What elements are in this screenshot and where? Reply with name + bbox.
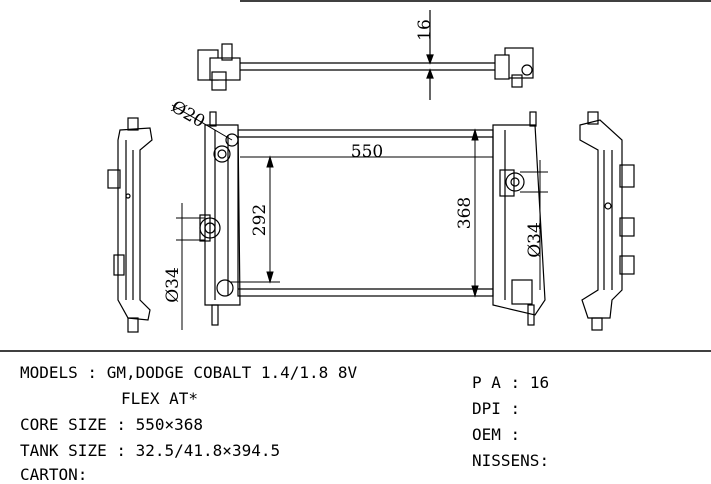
- dim-core-width: 550: [351, 142, 383, 162]
- dim-inlet-diameter: Ø20: [168, 97, 209, 132]
- top-view: [197, 10, 534, 100]
- radiator-technical-drawing: 16: [0, 0, 711, 352]
- core-size-value: 550×368: [135, 415, 204, 434]
- dim-right-pipe-diameter: Ø34: [525, 222, 545, 258]
- carton-label: CARTON: [20, 465, 78, 484]
- tank-size-value: 32.5/41.8×394.5: [135, 441, 281, 460]
- pa-value: 16: [529, 373, 550, 392]
- dim-left-pipe-diameter: Ø34: [163, 267, 183, 303]
- dpi-label: DPI: [472, 399, 501, 418]
- dim-top-offset: 16: [415, 19, 435, 41]
- tank-size-row: TANK SIZE : 32.5/41.8×394.5: [20, 441, 281, 460]
- dim-core-height: 368: [455, 197, 475, 229]
- dim-inlet-to-outlet: 292: [250, 204, 270, 236]
- tank-size-label: TANK SIZE: [20, 441, 107, 460]
- models-row: MODELS : GM,DODGE COBALT 1.4/1.8 8V: [20, 363, 358, 382]
- front-view: [199, 111, 546, 326]
- spec-panel: MODELS : GM,DODGE COBALT 1.4/1.8 8V FLEX…: [0, 352, 711, 484]
- right-side-view: [579, 111, 635, 331]
- pa-row: P A : 16: [472, 373, 550, 392]
- nissens-row: NISSENS:: [472, 451, 559, 470]
- oem-row: OEM :: [472, 425, 530, 444]
- models-value-cont: FLEX AT*: [121, 389, 199, 408]
- carton-row: CARTON:: [20, 465, 88, 484]
- nissens-label: NISSENS: [472, 451, 540, 470]
- models-label: MODELS: [20, 363, 78, 382]
- core-size-label: CORE SIZE: [20, 415, 107, 434]
- dimension-lines: [171, 104, 548, 330]
- core-size-row: CORE SIZE : 550×368: [20, 415, 204, 434]
- oem-label: OEM: [472, 425, 501, 444]
- pa-label: P A: [472, 373, 501, 392]
- models-value: GM,DODGE COBALT 1.4/1.8 8V: [106, 363, 358, 382]
- dpi-row: DPI :: [472, 399, 530, 418]
- left-side-view: [107, 117, 153, 333]
